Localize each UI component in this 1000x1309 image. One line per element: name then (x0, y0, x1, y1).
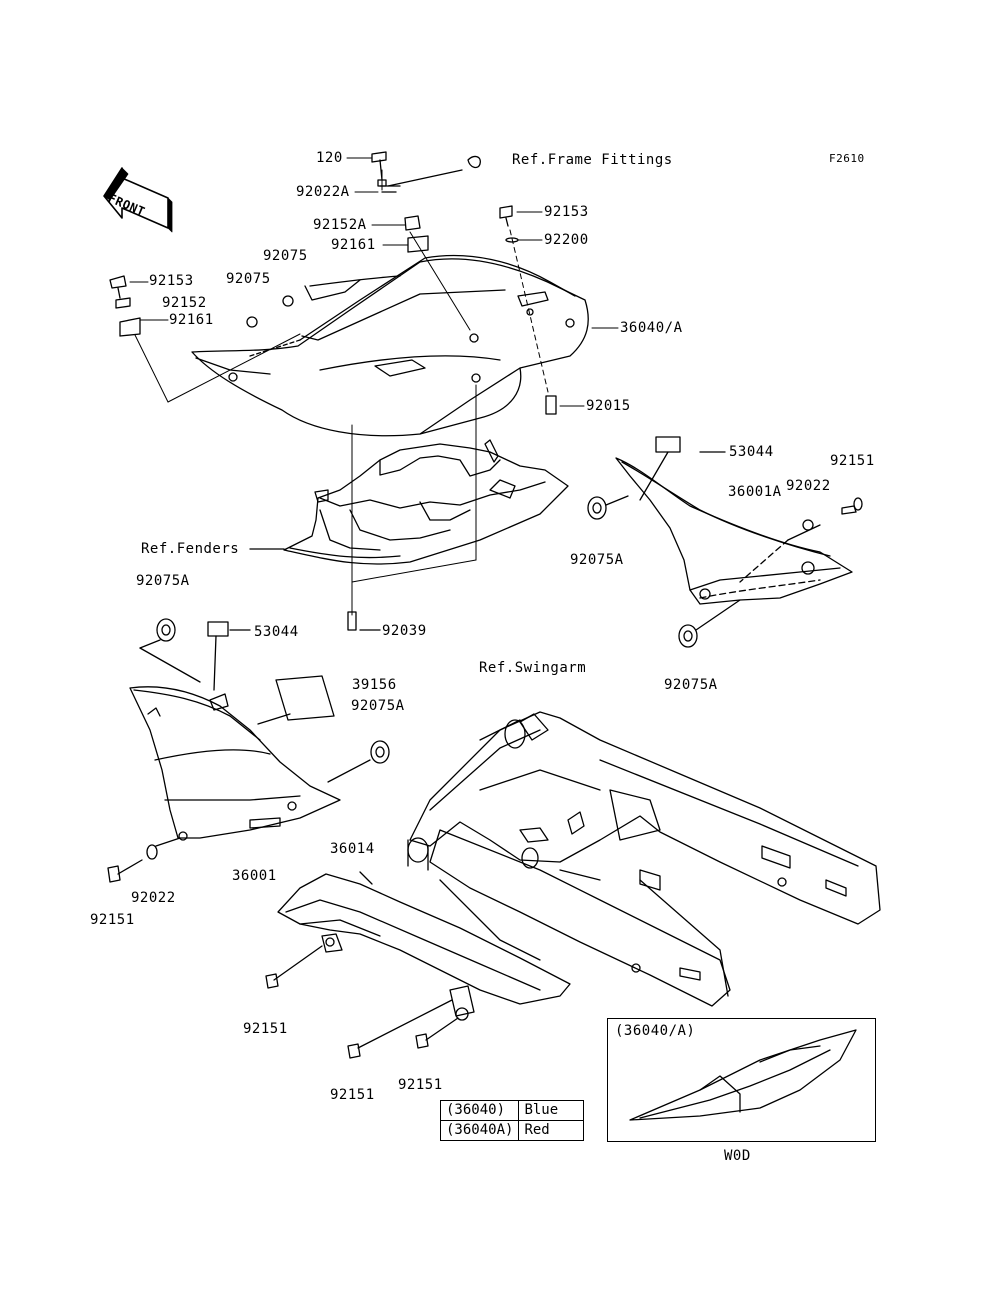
legend-part-cell: (36040) (439, 1100, 520, 1121)
part-label-53044-right[interactable]: 53044 (729, 444, 774, 460)
table-row: (36040A) Red (439, 1120, 585, 1141)
part-label-92022A[interactable]: 92022A (296, 184, 350, 200)
part-label-92152A[interactable]: 92152A (313, 217, 367, 233)
part-label-92075A-left-mid[interactable]: 92075A (351, 698, 405, 714)
ref-swingarm[interactable]: Ref.Swingarm (479, 660, 587, 676)
fastener-icons-top (109, 151, 557, 415)
part-label-36001[interactable]: 36001 (232, 868, 277, 884)
part-label-92015[interactable]: 92015 (586, 398, 631, 414)
part-label-92161-top[interactable]: 92161 (331, 237, 376, 253)
left-side-cover-outline (107, 618, 390, 883)
seat-cowl-outline (191, 254, 589, 437)
part-label-92075-b[interactable]: 92075 (226, 271, 271, 287)
part-label-92022-left[interactable]: 92022 (131, 890, 176, 906)
part-label-92153-top[interactable]: 92153 (544, 204, 589, 220)
right-side-cover-outline (587, 436, 863, 648)
part-label-92075A-right-bottom[interactable]: 92075A (664, 677, 718, 693)
swingarm-outline (407, 711, 881, 1007)
inset-caption: W0D (724, 1148, 751, 1164)
part-label-53044-left[interactable]: 53044 (254, 624, 299, 640)
legend-color-cell: Blue (518, 1100, 585, 1121)
part-label-36001A[interactable]: 36001A (728, 484, 782, 500)
part-label-92161-left[interactable]: 92161 (169, 312, 214, 328)
color-legend-table: (36040) Blue (36040A) Red (439, 1100, 585, 1141)
inset-box (607, 1018, 876, 1142)
part-label-92151-chain2[interactable]: 92151 (398, 1077, 443, 1093)
ref-frame-fittings[interactable]: Ref.Frame Fittings (512, 152, 673, 168)
diagram-code: F2610 (829, 152, 865, 165)
part-label-36014[interactable]: 36014 (330, 841, 375, 857)
part-label-120[interactable]: 120 (316, 150, 343, 166)
part-label-92153-left[interactable]: 92153 (149, 273, 194, 289)
part-label-92075A-left-top[interactable]: 92075A (136, 573, 190, 589)
part-label-92151-left[interactable]: 92151 (90, 912, 135, 928)
part-label-92039[interactable]: 92039 (382, 623, 427, 639)
table-row: (36040) Blue (439, 1100, 585, 1121)
part-label-39156[interactable]: 39156 (352, 677, 397, 693)
part-label-36040A[interactable]: 36040/A (620, 320, 683, 336)
part-label-92151-chain3[interactable]: 92151 (330, 1087, 375, 1103)
inset-cowl-outline (629, 1029, 857, 1121)
part-label-92200[interactable]: 92200 (544, 232, 589, 248)
part-label-92022-right[interactable]: 92022 (786, 478, 831, 494)
legend-color-cell: Red (518, 1120, 585, 1141)
part-label-92151-right[interactable]: 92151 (830, 453, 875, 469)
part-label-92151-chain1[interactable]: 92151 (243, 1021, 288, 1037)
rear-fender-outline (249, 439, 569, 631)
chain-guard-outline (265, 871, 571, 1059)
part-label-92152[interactable]: 92152 (162, 295, 207, 311)
leader-lines-top (129, 157, 619, 616)
ref-fenders[interactable]: Ref.Fenders (141, 541, 240, 557)
legend-part-cell: (36040A) (439, 1120, 520, 1141)
front-arrow-icon (103, 167, 173, 233)
inset-title: (36040/A) (615, 1023, 696, 1039)
part-label-92075-a[interactable]: 92075 (263, 248, 308, 264)
part-label-92075A-right[interactable]: 92075A (570, 552, 624, 568)
